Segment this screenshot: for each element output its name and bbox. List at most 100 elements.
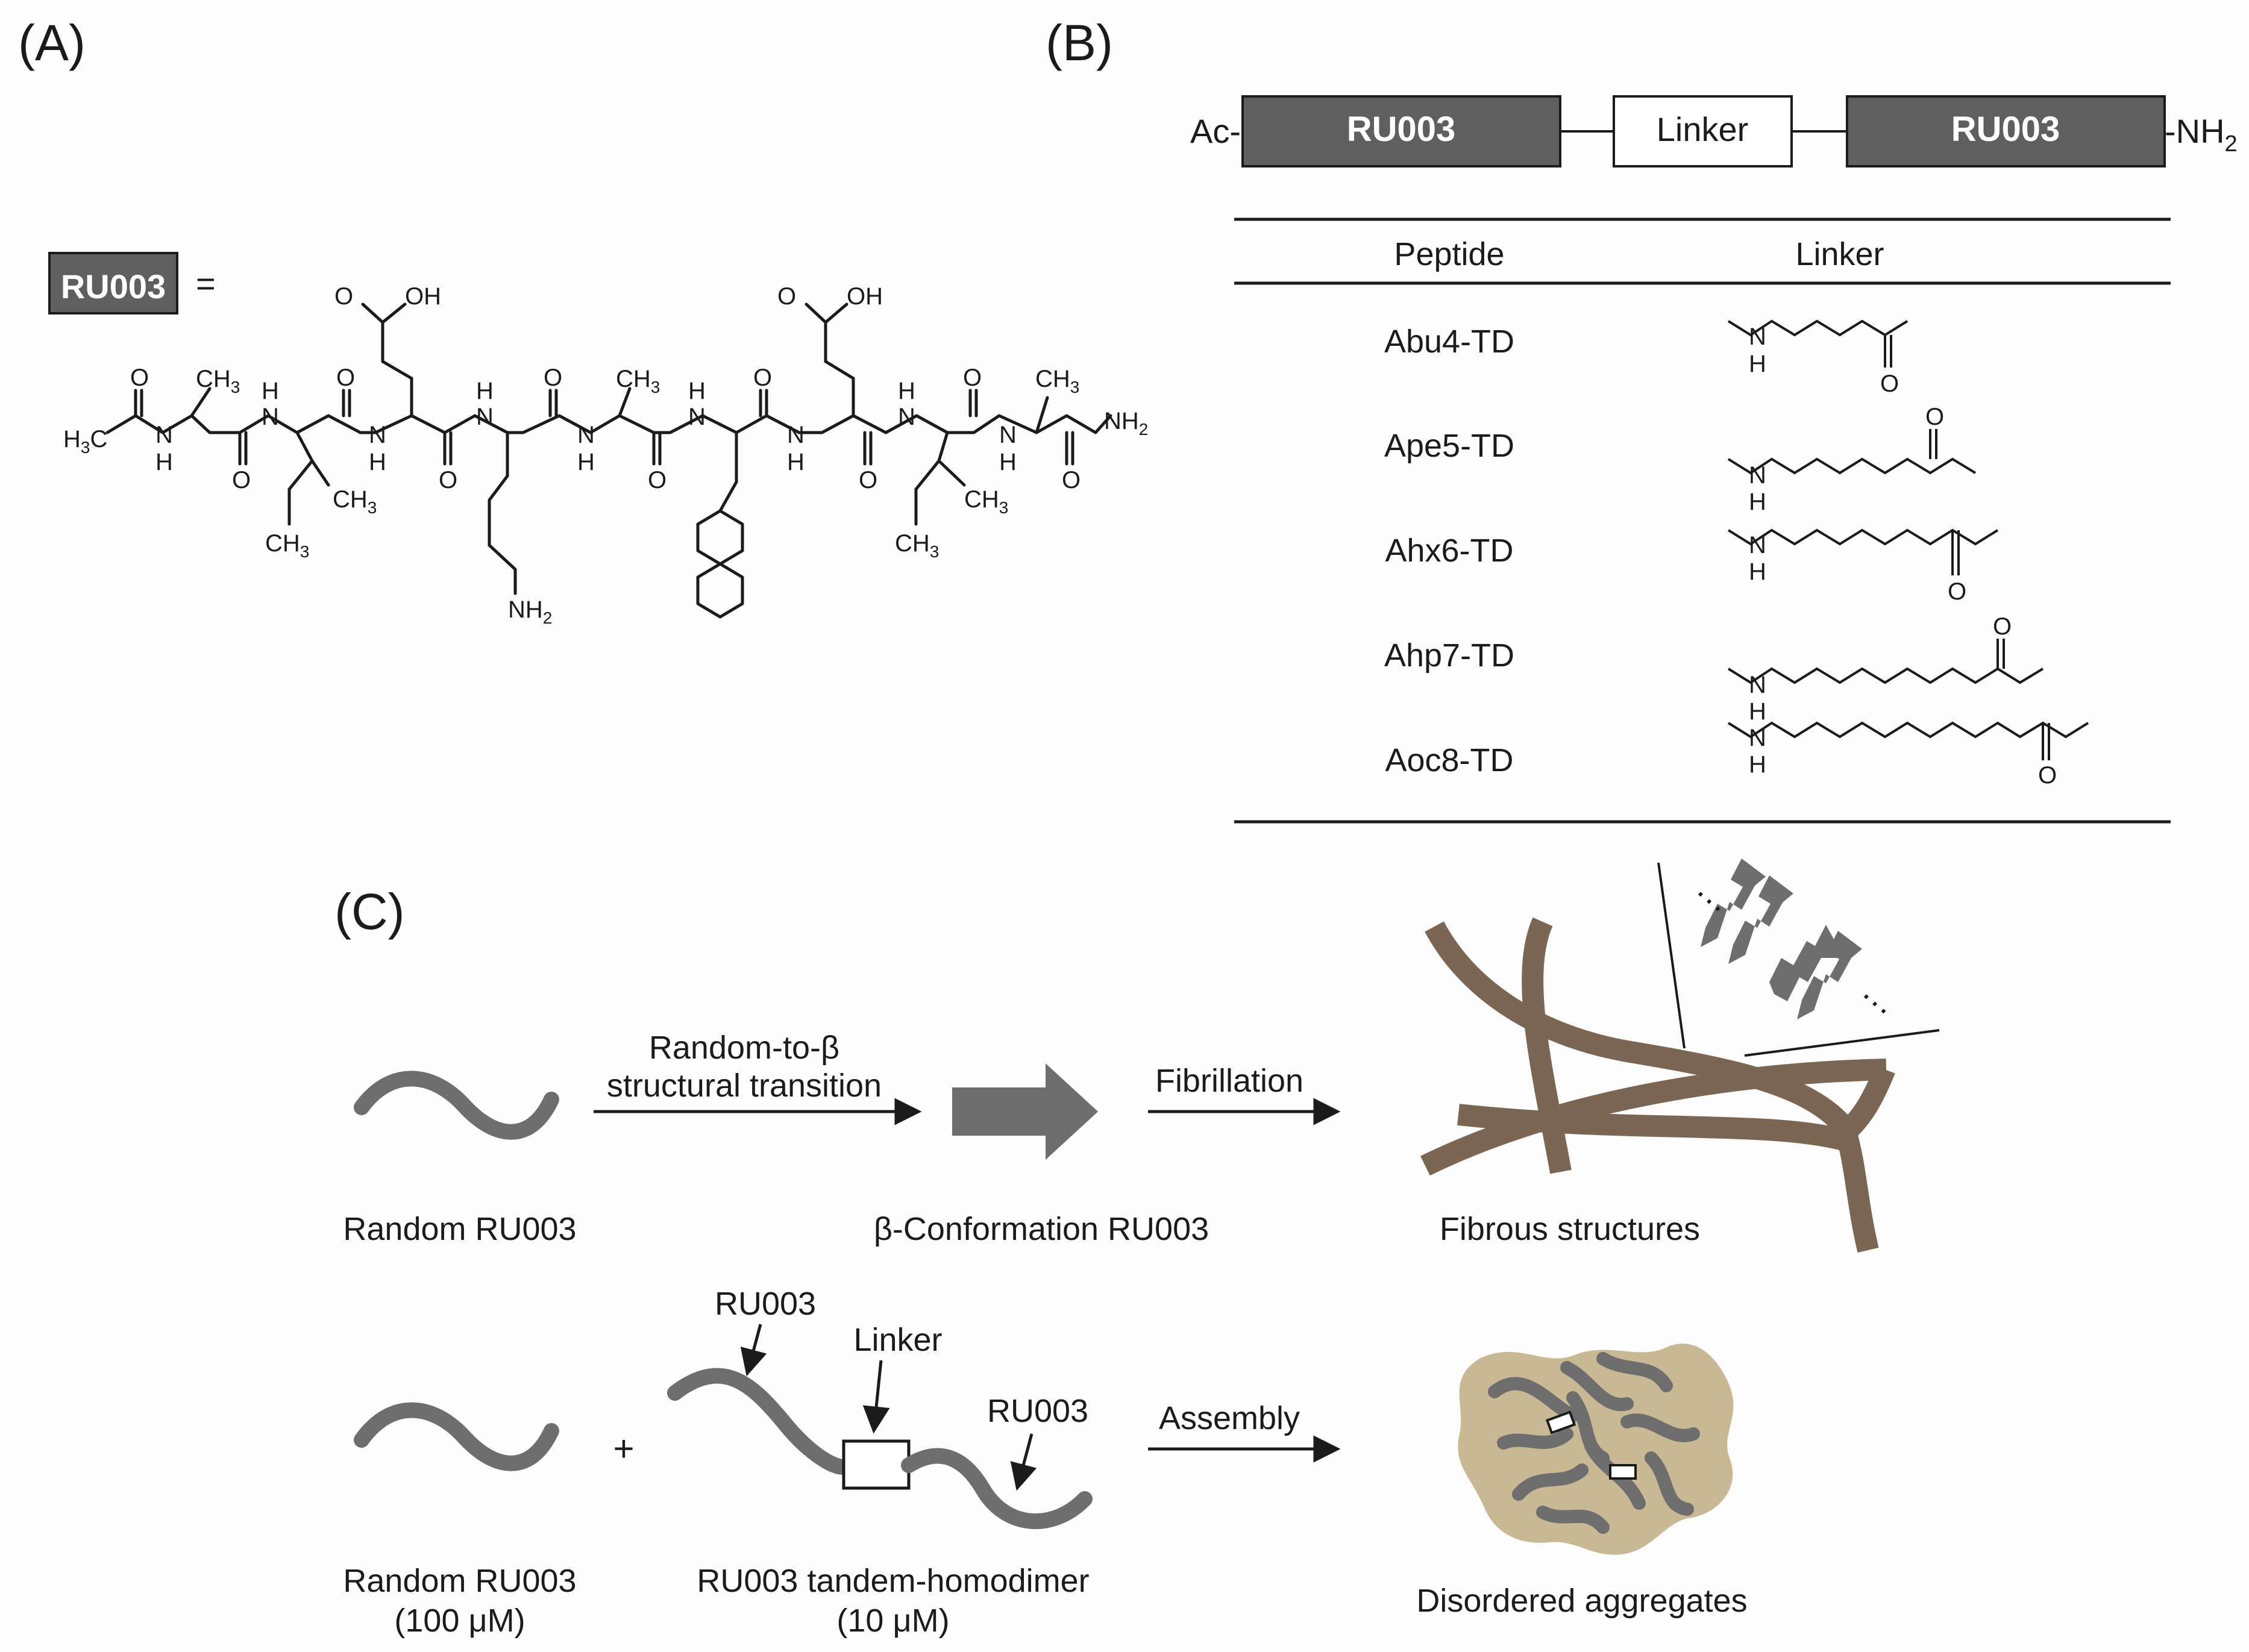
callout-linker-label: Linker	[853, 1322, 942, 1358]
linker-structure-ahx6	[1727, 528, 1999, 575]
ru003-structure	[105, 302, 1112, 619]
svg-text:H: H	[262, 378, 279, 404]
fiber-zoom-inset	[1657, 862, 1940, 1057]
svg-text:O: O	[334, 283, 353, 310]
svg-text:O: O	[439, 467, 457, 493]
beta-sheet-strands	[1701, 859, 1862, 1019]
dimer-linker-box	[842, 1439, 911, 1490]
tandem-homodimer	[667, 1368, 1093, 1529]
svg-text:CH3: CH3	[265, 530, 309, 561]
svg-text:H: H	[369, 449, 386, 475]
linker-table: Peptide Linker Abu4-TD N H O Ape5-TD	[1234, 217, 2171, 824]
backbone-bonds	[105, 414, 1112, 434]
svg-text:H: H	[1749, 489, 1766, 515]
svg-text:H: H	[999, 449, 1017, 475]
callout-linker-arrow	[862, 1360, 890, 1434]
svg-text:O: O	[1880, 371, 1899, 397]
svg-text:N: N	[1749, 532, 1766, 558]
peptide-name: Aoc8-TD	[1385, 742, 1513, 778]
panel-c: (C) Random RU003 Random-to-β structural …	[334, 859, 1940, 1639]
callout-left-label: RU003	[715, 1286, 816, 1322]
svg-text:N: N	[1749, 324, 1766, 350]
transition-label-line1: Random-to-β	[649, 1030, 839, 1066]
dots-left: ···	[1686, 874, 1736, 925]
panel-a: (A) RU003 =	[18, 14, 1148, 627]
svg-text:O: O	[777, 283, 796, 310]
peptide-name: Ahx6-TD	[1385, 533, 1513, 569]
construct-seg2-label: RU003	[1951, 110, 2060, 149]
naphthyl-ring	[696, 509, 744, 619]
svg-text:H: H	[898, 378, 915, 404]
table-header-linker: Linker	[1795, 236, 1884, 272]
svg-text:CH3: CH3	[333, 486, 377, 517]
svg-text:N: N	[787, 422, 805, 448]
assembly-label: Assembly	[1159, 1400, 1300, 1436]
svg-text:NH2: NH2	[1104, 408, 1148, 439]
svg-text:O: O	[336, 365, 355, 391]
svg-text:H: H	[1749, 351, 1766, 377]
table-row: Abu4-TD N H O	[1384, 319, 1909, 397]
table-row: Ahp7-TD N H O	[1384, 613, 2044, 725]
aggregate-linker-1	[1545, 1410, 1576, 1435]
svg-text:N: N	[1749, 725, 1766, 751]
svg-text:O: O	[859, 467, 877, 493]
svg-text:CH3: CH3	[196, 366, 240, 396]
fibrillation-label: Fibrillation	[1155, 1063, 1303, 1099]
svg-text:N: N	[476, 404, 494, 430]
svg-text:H3C: H3C	[63, 426, 107, 457]
beta-strand-arrow	[952, 1063, 1098, 1160]
peptide-name: Ape5-TD	[1384, 428, 1514, 464]
svg-text:NH2: NH2	[508, 596, 552, 627]
peptide-name: Ahp7-TD	[1384, 637, 1514, 674]
table-header-peptide: Peptide	[1394, 236, 1504, 272]
dimer-label: RU003 tandem-homodimer	[697, 1563, 1089, 1599]
svg-text:CH3: CH3	[616, 366, 660, 396]
ru003-key-label: RU003	[61, 268, 166, 305]
svg-text:H: H	[1749, 751, 1766, 778]
svg-text:OH: OH	[847, 283, 883, 310]
panel-b: (B) Ac- RU003 Linker RU003 -NH2 Peptide …	[1046, 14, 2238, 824]
callout-left-arrow	[740, 1324, 767, 1377]
disordered-aggregate	[1458, 1344, 1734, 1555]
dimer-right-segment	[901, 1448, 1093, 1529]
svg-text:N: N	[1749, 462, 1766, 489]
ru003-key: RU003 =	[48, 252, 216, 314]
aggregate-linker-2	[1609, 1464, 1637, 1480]
svg-text:H: H	[155, 449, 173, 475]
svg-text:O: O	[2038, 762, 2057, 789]
svg-text:O: O	[1925, 404, 1944, 430]
construct-diagram: Ac- RU003 Linker RU003 -NH2	[1190, 95, 2238, 167]
svg-text:H: H	[1749, 698, 1766, 725]
svg-text:O: O	[232, 467, 251, 493]
construct-linker-box	[1613, 95, 1793, 167]
beta-conformation-label: β-Conformation RU003	[874, 1211, 1209, 1247]
svg-text:O: O	[130, 365, 149, 391]
dimer-conc: (10 μM)	[836, 1603, 949, 1639]
random-ru003-conc: (100 μM)	[394, 1603, 525, 1639]
disordered-aggregates-label: Disordered aggregates	[1416, 1583, 1747, 1619]
svg-text:O: O	[1993, 613, 2012, 640]
linker-structure-ahp7	[1727, 639, 2044, 684]
svg-text:H: H	[476, 378, 494, 404]
side-chain-bonds	[190, 302, 1049, 595]
svg-text:N: N	[999, 422, 1017, 448]
linker-structure-ape5	[1727, 429, 1977, 475]
row-assembly: Random RU003 (100 μM) + RU003 Linker RU0…	[343, 1286, 1747, 1639]
random-coil-peptide	[354, 1071, 559, 1140]
construct-linker-label: Linker	[1657, 110, 1749, 148]
svg-text:O: O	[544, 365, 562, 391]
peptide-name: Abu4-TD	[1384, 324, 1514, 360]
callout-right-label: RU003	[987, 1393, 1088, 1429]
c-terminus-label: -NH2	[2165, 112, 2238, 157]
svg-text:O: O	[963, 365, 982, 391]
transition-label-line2: structural transition	[607, 1068, 882, 1104]
svg-text:N: N	[1749, 672, 1766, 698]
svg-text:CH3: CH3	[964, 486, 1008, 517]
panel-c-label: (C)	[334, 883, 405, 940]
fibrous-structures-label: Fibrous structures	[1440, 1211, 1700, 1247]
svg-text:O: O	[753, 365, 772, 391]
svg-text:N: N	[155, 422, 173, 448]
svg-text:H: H	[688, 378, 706, 404]
row-fibrillation: Random RU003 Random-to-β structural tran…	[343, 859, 1940, 1253]
